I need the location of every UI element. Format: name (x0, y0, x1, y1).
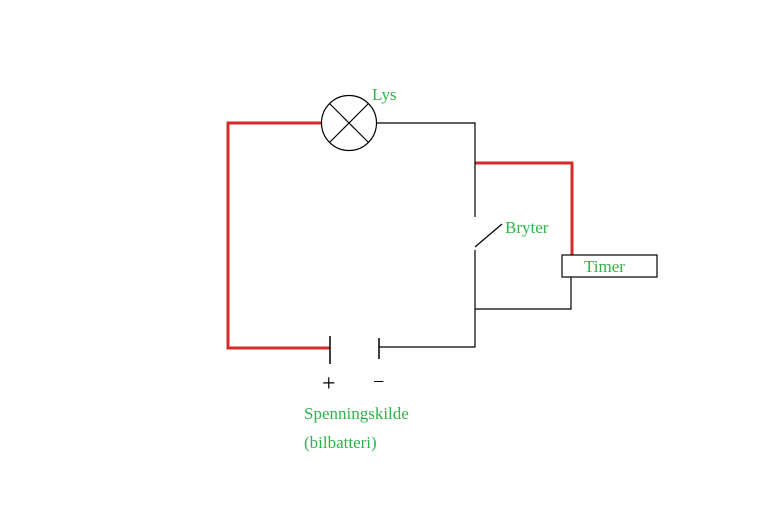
timer-label: Timer (584, 257, 625, 276)
red-wire-timer-branch (475, 161, 574, 255)
source-label-line1: Spenningskilde (304, 404, 409, 423)
red-wire-left (226, 121, 330, 350)
battery-minus-sign: − (373, 371, 384, 393)
lamp-label: Lys (372, 85, 397, 104)
switch-lever (474, 223, 503, 248)
source-label-line2: (bilbatteri) (304, 433, 377, 452)
switch-label: Bryter (505, 218, 549, 237)
wire-timer-return (475, 277, 572, 310)
battery-plus-sign: + (322, 371, 336, 397)
timer-box (561, 254, 658, 278)
wire-switch-to-battery (379, 250, 476, 348)
lamp-icon (320, 94, 378, 152)
wire-lamp-to-switch (377, 122, 476, 217)
